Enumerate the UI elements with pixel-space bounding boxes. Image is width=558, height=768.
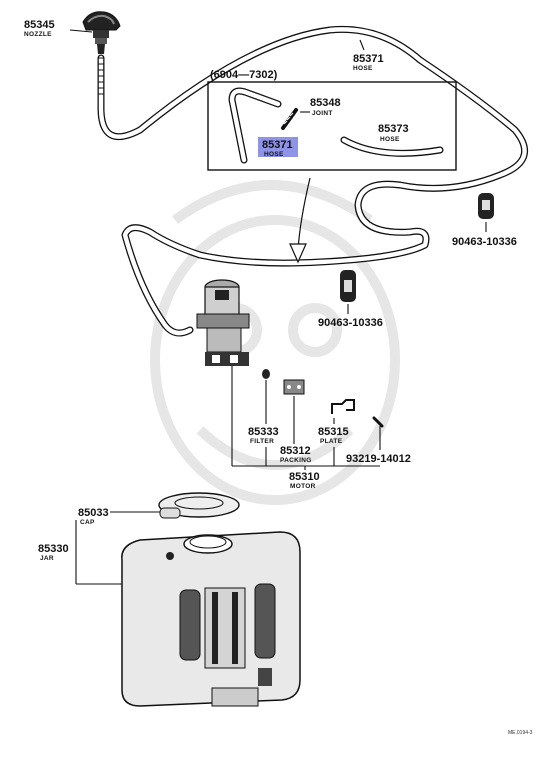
leader-cap-jar xyxy=(75,511,160,585)
label-85315-name: PLATE xyxy=(320,438,343,445)
inset-box xyxy=(207,81,457,171)
hose-85371-main[interactable] xyxy=(97,25,528,337)
label-85371-inset-name: HOSE xyxy=(264,151,284,158)
leader-85345 xyxy=(69,29,93,33)
label-85033-number: 85033 xyxy=(78,507,109,519)
highlight-85371-inset xyxy=(258,137,298,157)
label-85312-number: 85312 xyxy=(280,445,311,457)
label-85373-name: HOSE xyxy=(380,136,400,143)
label-85033-name: CAP xyxy=(80,519,95,526)
leader-85371-main xyxy=(359,39,365,51)
label-85333-name: FILTER xyxy=(250,438,274,445)
label-85310-name: MOTOR xyxy=(290,483,316,490)
label-85333-number: 85333 xyxy=(248,426,279,438)
label-85348-name: JOINT xyxy=(312,110,333,117)
clip-90463-a[interactable] xyxy=(478,193,494,219)
plate-85315[interactable] xyxy=(331,399,355,414)
packing-85312[interactable] xyxy=(283,379,305,395)
label-85330-name: JAR xyxy=(40,555,54,562)
clip-90463-b[interactable] xyxy=(340,270,356,302)
hose-85373[interactable] xyxy=(340,136,444,157)
label-clip-b: 90463-10336 xyxy=(318,317,383,329)
filter-85333[interactable] xyxy=(262,369,270,379)
label-range: (6904—7302) xyxy=(210,69,278,81)
label-85330-number: 85330 xyxy=(38,543,69,555)
joint-85348[interactable] xyxy=(281,108,298,130)
pointer-arrow xyxy=(289,177,311,264)
label-85371-main-number: 85371 xyxy=(353,53,384,65)
label-85310-number: 85310 xyxy=(289,471,320,483)
jar-85330[interactable] xyxy=(121,531,301,707)
label-85373-number: 85373 xyxy=(378,123,409,135)
cap-85033[interactable] xyxy=(158,492,240,519)
label-85312-name: PACKING xyxy=(280,457,312,464)
label-85345-number: 85345 xyxy=(24,19,55,31)
nozzle-85345[interactable] xyxy=(82,11,121,54)
label-85371-main-name: HOSE xyxy=(353,65,373,72)
label-85371-inset-number: 85371 xyxy=(262,139,293,151)
screw-93219[interactable] xyxy=(372,416,384,428)
label-85348-number: 85348 xyxy=(310,97,341,109)
label-93219: 93219-14012 xyxy=(346,453,411,465)
motor-85310[interactable] xyxy=(196,279,250,366)
diagram-reference: ME.0194-3 xyxy=(508,730,533,736)
label-85345-name: NOZZLE xyxy=(24,31,52,38)
label-clip-a: 90463-10336 xyxy=(452,236,517,248)
leader-motor-group xyxy=(231,366,381,470)
label-85315-number: 85315 xyxy=(318,426,349,438)
hose-85371-inset[interactable] xyxy=(228,87,282,164)
